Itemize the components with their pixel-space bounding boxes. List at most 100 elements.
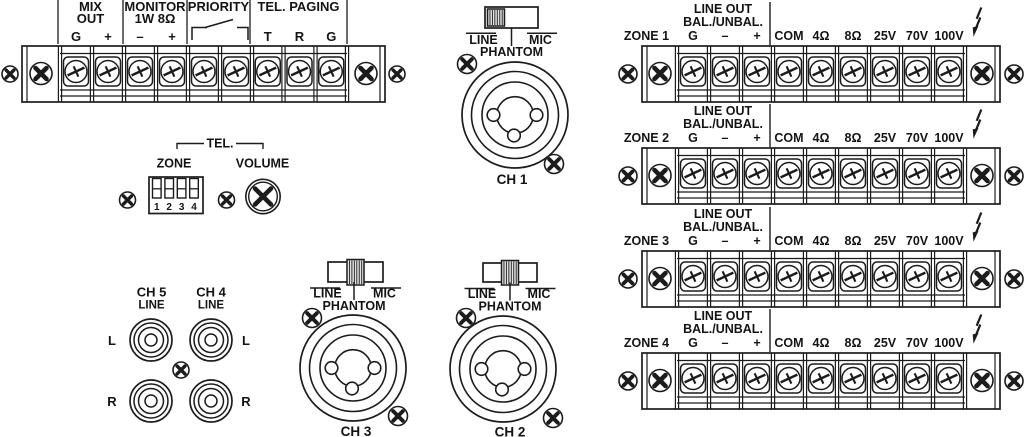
zone-terminal-label: 8Ω [845, 131, 862, 145]
terminal-slotted-screw-icon [711, 363, 739, 394]
terminal-slotted-screw-icon [711, 261, 739, 292]
terminal-label: + [168, 29, 176, 44]
terminal-slotted-screw-icon [903, 158, 931, 189]
strip-end-screw-icon [970, 163, 994, 188]
terminal-slotted-screw-icon [679, 56, 707, 87]
switch-label-phantom: PHANTOM [323, 299, 386, 313]
dip-toggle-3[interactable] [176, 177, 187, 199]
zone-label: ZONE 3 [624, 234, 669, 248]
terminal-slotted-screw-icon [871, 363, 899, 394]
tel-bracket-label: TEL. [206, 137, 233, 151]
zone-terminal-label: 25V [874, 29, 897, 43]
top-terminal-strip [1, 45, 406, 103]
zone-label: ZONE 4 [624, 336, 669, 350]
ch1-input-select-switch[interactable] [484, 6, 539, 29]
terminal-slotted-screw-icon [775, 56, 803, 87]
strip-end-screw-icon [648, 61, 672, 86]
zone-terminal-label: G [688, 131, 698, 145]
zone-label: ZONE 1 [624, 29, 669, 43]
panel-screw-icon [118, 191, 137, 209]
terminal-label: T [264, 29, 272, 44]
zone-terminal-strip-3 [618, 250, 1024, 308]
ch2-input-select-switch[interactable] [482, 259, 538, 286]
terminal-group-priority: PRIORITY [188, 0, 250, 40]
zone-terminal-label: – [722, 234, 729, 248]
switch-label-phantom: PHANTOM [480, 45, 543, 59]
zone-terminal-label: 4Ω [813, 29, 830, 43]
zone-dip-label: ZONE [157, 157, 192, 171]
zone-header-line-out: LINE OUT [694, 207, 753, 221]
panel-screw-icon [618, 166, 638, 186]
terminal-slotted-screw-icon [807, 158, 835, 189]
terminal-slotted-screw-icon [286, 56, 313, 87]
strip-end-screw-icon [354, 61, 378, 86]
zone-terminal-label: COM [774, 234, 803, 248]
terminal-slotted-screw-icon [743, 56, 771, 87]
strip-end-screw-icon [648, 368, 672, 393]
zone-terminal-label: COM [774, 336, 803, 350]
terminal-slotted-screw-icon [126, 56, 154, 87]
terminal-slotted-screw-icon [871, 261, 899, 292]
terminal-slotted-screw-icon [679, 363, 707, 394]
strip-end-screw-icon [648, 163, 672, 188]
volume-label: VOLUME [236, 157, 289, 171]
zone-terminal-label: + [753, 131, 760, 145]
panel-screw-icon [388, 65, 406, 83]
zone-header-bal-unbal: BAL./UNBAL. [683, 117, 763, 131]
terminal-slotted-screw-icon [711, 56, 739, 87]
zone-terminal-label: – [722, 336, 729, 350]
dip-toggle-2[interactable] [164, 177, 175, 199]
terminal-slotted-screw-icon [711, 158, 739, 189]
zone-terminal-label: 4Ω [813, 131, 830, 145]
rca-jack-ch5-left [129, 318, 173, 362]
terminal-group-title: TEL. PAGING [257, 0, 339, 14]
zone-terminal-label: G [688, 234, 698, 248]
terminal-slotted-screw-icon [807, 261, 835, 292]
zone-terminal-label: 25V [874, 131, 897, 145]
dip-toggle-4[interactable] [188, 177, 199, 199]
dip-toggle-1[interactable] [151, 177, 162, 199]
dip-number: 1 [154, 202, 160, 213]
zone-terminal-label: 4Ω [813, 336, 830, 350]
terminal-slotted-screw-icon [871, 56, 899, 87]
tel-volume-control[interactable] [245, 178, 282, 215]
panel-screw-icon [1, 65, 19, 83]
strip-end-screw-icon [970, 266, 994, 291]
terminal-group-title: MONITOR [124, 0, 186, 14]
panel-screw-icon [1004, 166, 1024, 186]
zone-terminal-label: 70V [906, 234, 929, 248]
panel-screw-icon [217, 191, 236, 209]
zone-terminal-label: – [722, 131, 729, 145]
ch2-combo-connector [449, 315, 557, 423]
zone-terminal-label: 100V [934, 336, 964, 350]
terminal-slotted-screw-icon [935, 261, 963, 292]
zone-header-line-out: LINE OUT [694, 309, 753, 323]
rca-channel-title: CH 5 [137, 285, 167, 300]
jack-mount-screw-icon [542, 407, 564, 429]
terminal-slotted-screw-icon [903, 363, 931, 394]
terminal-slotted-screw-icon [743, 363, 771, 394]
terminal-slotted-screw-icon [871, 158, 899, 189]
dip-number: 2 [166, 202, 172, 213]
rca-row-label-r: R [107, 394, 117, 409]
hazard-lightning-icon [972, 7, 983, 37]
channel-label: CH 1 [497, 172, 528, 187]
strip-end-screw-icon [970, 61, 994, 86]
zone-terminal-label: 25V [874, 234, 897, 248]
switch-label-mic: MIC [528, 287, 551, 301]
strip-end-screw-icon [648, 266, 672, 291]
terminal-slotted-screw-icon [903, 56, 931, 87]
terminal-group-title: OUT [77, 11, 105, 26]
ch3-input-select-switch[interactable] [327, 258, 384, 286]
zone-terminal-label: 100V [934, 29, 964, 43]
terminal-slotted-screw-icon [775, 363, 803, 394]
